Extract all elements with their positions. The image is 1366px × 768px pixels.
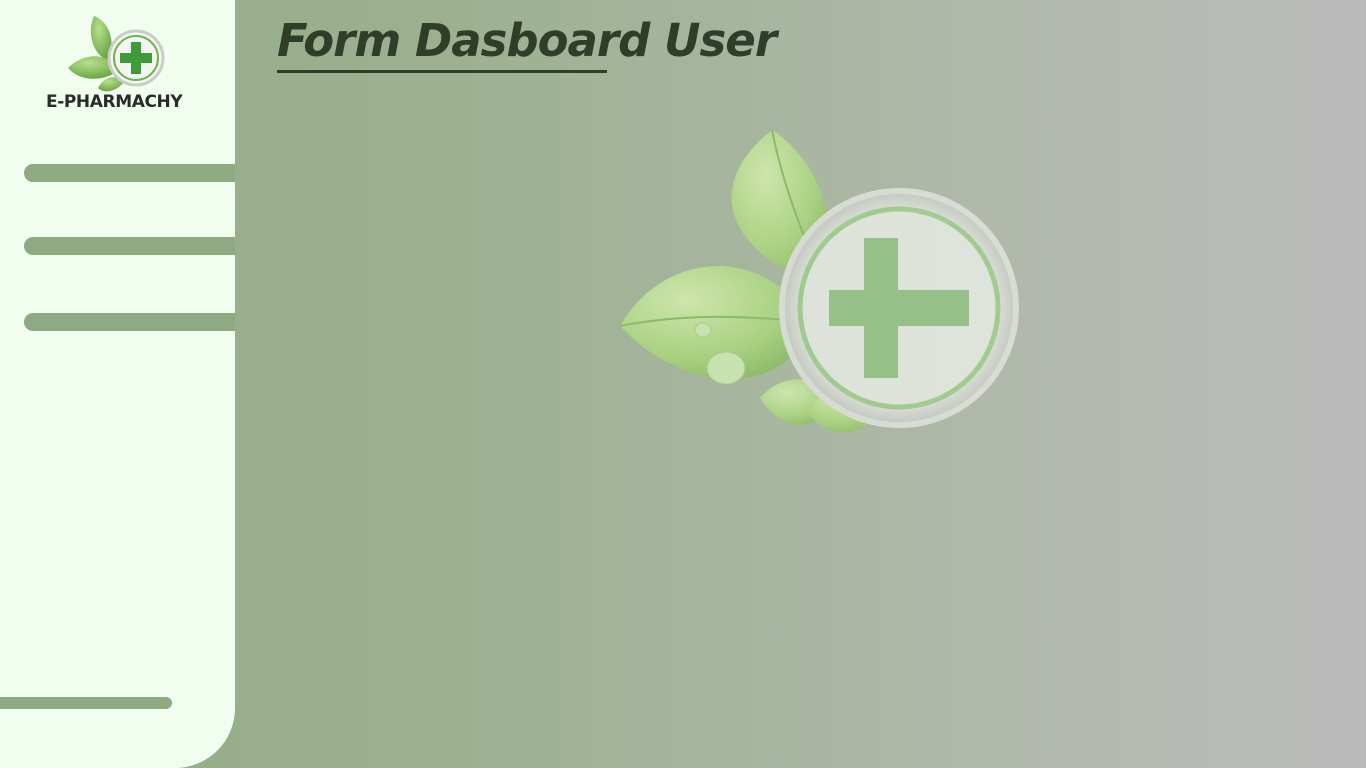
sidebar-menu-item-1[interactable] [24,164,235,182]
brand[interactable]: E-PHARMACHY [40,10,200,115]
sidebar-menu-item-3[interactable] [24,313,235,331]
sidebar-bottom-item[interactable] [0,697,172,709]
sidebar: E-PHARMACHY [0,0,235,768]
leaf-medical-cross-icon [619,129,1019,433]
page-title: Form Dasboard User [277,14,777,67]
brand-name: E-PHARMACHY [46,92,183,112]
leaf-medical-cross-icon [68,16,165,92]
title-underline [277,70,607,73]
sidebar-menu-item-2[interactable] [24,237,235,255]
